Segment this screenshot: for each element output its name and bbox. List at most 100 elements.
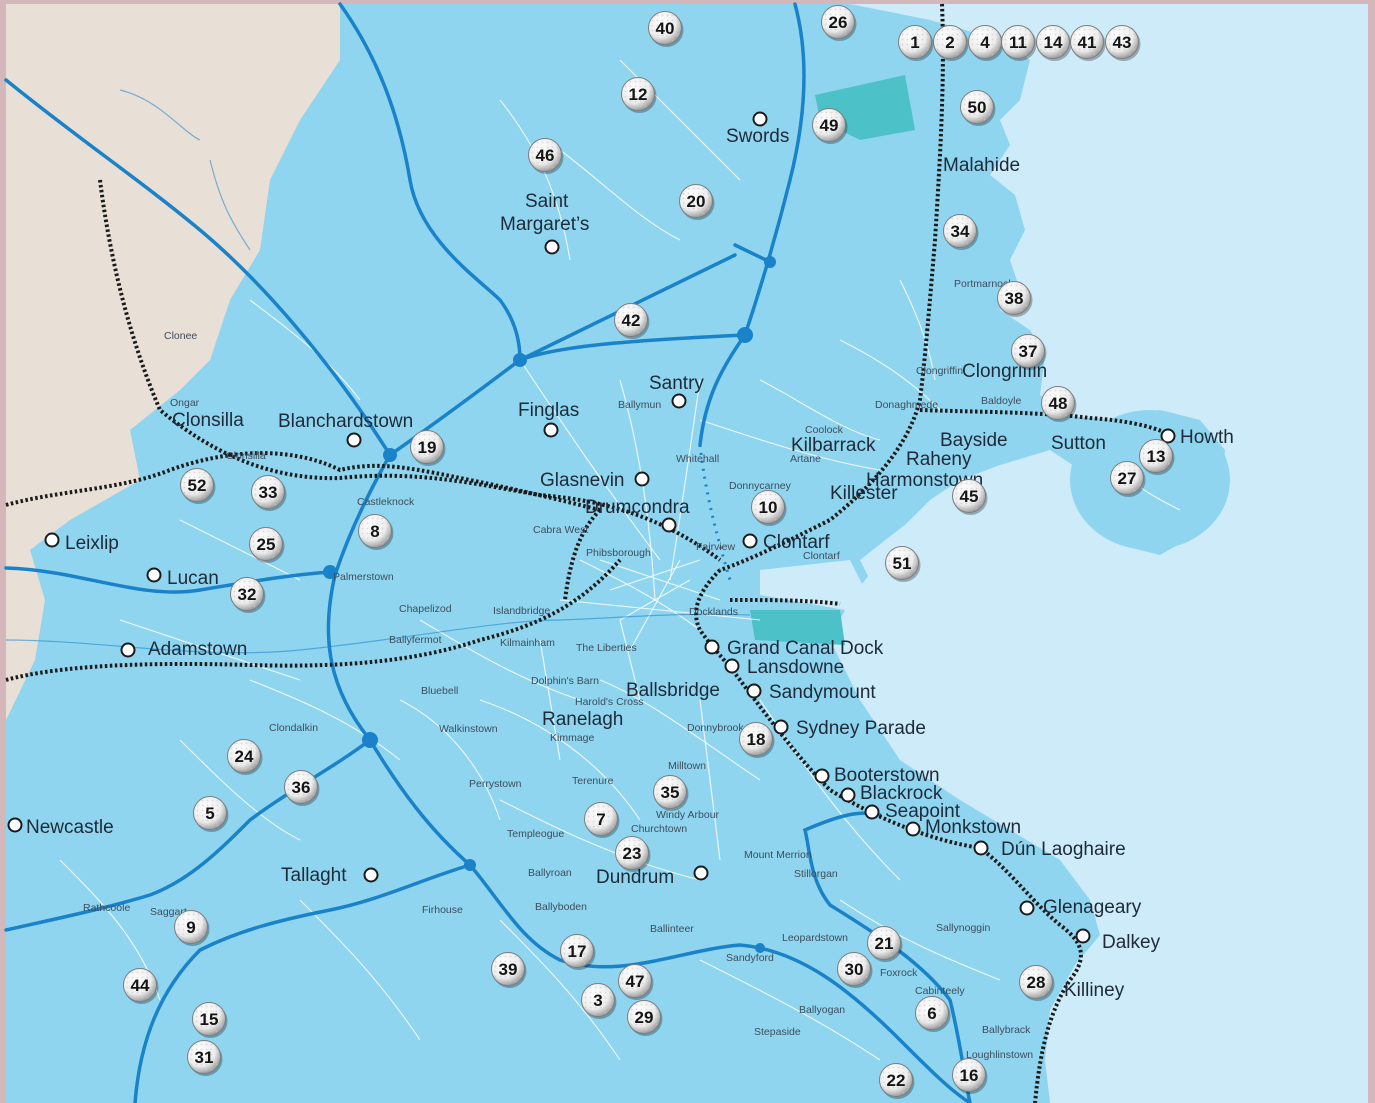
- golf-ball-marker[interactable]: 45: [952, 479, 988, 516]
- station-marker[interactable]: [634, 471, 650, 487]
- golf-ball-marker[interactable]: 5: [193, 796, 229, 833]
- town-label: Clonsilla: [172, 410, 244, 431]
- golf-ball-marker[interactable]: 11: [1001, 25, 1037, 62]
- station-marker[interactable]: [44, 532, 60, 548]
- golf-ball-marker[interactable]: 12: [621, 77, 657, 114]
- station-marker[interactable]: [724, 658, 740, 674]
- golf-ball-marker[interactable]: 36: [284, 770, 320, 807]
- golf-course-number: 38: [1005, 289, 1024, 308]
- station-marker[interactable]: [120, 642, 136, 658]
- dublin-bay-inner: [760, 560, 870, 610]
- station-marker[interactable]: [814, 768, 830, 784]
- golf-ball-marker[interactable]: 51: [885, 546, 921, 583]
- town-label: Dundrum: [596, 867, 674, 888]
- place-label: Harold's Cross: [575, 696, 644, 708]
- station-marker[interactable]: [773, 719, 789, 735]
- golf-ball-marker[interactable]: 22: [879, 1063, 915, 1100]
- golf-ball-marker[interactable]: 41: [1070, 25, 1106, 62]
- town-label: Newcastle: [26, 817, 114, 838]
- station-marker[interactable]: [864, 804, 880, 820]
- town-label: Seapoint: [885, 801, 961, 822]
- golf-ball-marker[interactable]: 25: [249, 527, 285, 564]
- golf-ball-marker[interactable]: 34: [943, 214, 979, 251]
- station-marker[interactable]: [363, 867, 379, 883]
- golf-ball-marker[interactable]: 17: [560, 934, 596, 971]
- golf-ball-marker[interactable]: 48: [1041, 386, 1077, 423]
- place-label: Milltown: [668, 760, 706, 772]
- golf-ball-marker[interactable]: 9: [174, 910, 210, 947]
- town-label: Blackrock: [860, 783, 943, 804]
- golf-course-number: 26: [829, 13, 848, 32]
- golf-ball-marker[interactable]: 49: [812, 108, 848, 145]
- golf-ball-marker[interactable]: 29: [627, 1000, 663, 1037]
- golf-ball-marker[interactable]: 37: [1011, 334, 1047, 371]
- golf-ball-marker[interactable]: 46: [528, 138, 564, 175]
- place-label: Cabinteely: [915, 985, 965, 997]
- place-label: Ongar: [170, 397, 200, 409]
- golf-ball-marker[interactable]: 39: [491, 952, 527, 989]
- station-marker[interactable]: [661, 517, 677, 533]
- golf-ball-marker[interactable]: 20: [679, 184, 715, 221]
- town-label: Ranelagh: [542, 709, 623, 730]
- station-marker[interactable]: [746, 683, 762, 699]
- station-marker[interactable]: [671, 393, 687, 409]
- golf-ball-marker[interactable]: 42: [614, 303, 650, 340]
- golf-ball-marker[interactable]: 44: [123, 968, 159, 1005]
- golf-course-number: 11: [1009, 33, 1027, 52]
- station-marker[interactable]: [742, 533, 758, 549]
- golf-ball-marker[interactable]: 38: [997, 281, 1033, 318]
- golf-ball-marker[interactable]: 30: [837, 952, 873, 989]
- place-label: Donnybrook: [687, 722, 744, 734]
- place-label: Sandyford: [726, 952, 774, 964]
- station-marker[interactable]: [146, 567, 162, 583]
- golf-ball-marker[interactable]: 28: [1019, 965, 1055, 1002]
- town-label: Raheny: [906, 449, 972, 470]
- station-marker[interactable]: [1019, 900, 1035, 916]
- station-marker[interactable]: [704, 639, 720, 655]
- golf-course-number: 47: [626, 972, 645, 991]
- station-marker[interactable]: [1160, 428, 1176, 444]
- station-marker[interactable]: [693, 865, 709, 881]
- golf-ball-marker[interactable]: 26: [821, 5, 857, 42]
- golf-ball-marker[interactable]: 24: [227, 739, 263, 776]
- golf-ball-marker[interactable]: 31: [187, 1040, 223, 1077]
- golf-ball-marker[interactable]: 4: [968, 25, 1004, 62]
- golf-ball-marker[interactable]: 43: [1105, 25, 1141, 62]
- golf-ball-marker[interactable]: 3: [581, 983, 617, 1020]
- docklands-basin: [750, 610, 845, 645]
- golf-ball-marker[interactable]: 7: [584, 802, 620, 839]
- golf-ball-marker[interactable]: 50: [960, 90, 996, 127]
- station-marker[interactable]: [1075, 928, 1091, 944]
- golf-ball-marker[interactable]: 2: [933, 25, 969, 62]
- station-marker[interactable]: [905, 821, 921, 837]
- golf-ball-marker[interactable]: 23: [615, 836, 651, 873]
- golf-ball-marker[interactable]: 33: [251, 475, 287, 512]
- golf-ball-marker[interactable]: 13: [1139, 439, 1175, 476]
- golf-ball-marker[interactable]: 18: [739, 722, 775, 759]
- golf-ball-marker[interactable]: 52: [180, 468, 216, 505]
- golf-ball-marker[interactable]: 1: [898, 25, 934, 62]
- station-marker[interactable]: [973, 840, 989, 856]
- golf-ball-marker[interactable]: 10: [751, 490, 787, 527]
- golf-ball-marker[interactable]: 6: [915, 996, 951, 1033]
- golf-ball-marker[interactable]: 35: [653, 775, 689, 812]
- station-marker[interactable]: [752, 111, 768, 127]
- golf-ball-marker[interactable]: 8: [358, 514, 394, 551]
- station-marker[interactable]: [840, 787, 856, 803]
- golf-ball-marker[interactable]: 40: [648, 11, 684, 48]
- station-marker[interactable]: [7, 817, 23, 833]
- golf-ball-marker[interactable]: 15: [192, 1002, 228, 1039]
- golf-ball-marker[interactable]: 47: [618, 964, 654, 1001]
- golf-ball-marker[interactable]: 16: [952, 1058, 988, 1095]
- golf-ball-marker[interactable]: 19: [410, 430, 446, 467]
- golf-ball-marker[interactable]: 27: [1110, 461, 1146, 498]
- station-marker[interactable]: [346, 432, 362, 448]
- station-marker[interactable]: [544, 239, 560, 255]
- golf-ball-marker[interactable]: 14: [1036, 25, 1072, 62]
- town-label: Harmonstown: [866, 470, 983, 491]
- station-marker[interactable]: [543, 422, 559, 438]
- golf-ball-marker[interactable]: 21: [867, 926, 903, 963]
- golf-ball-marker[interactable]: 32: [230, 577, 266, 614]
